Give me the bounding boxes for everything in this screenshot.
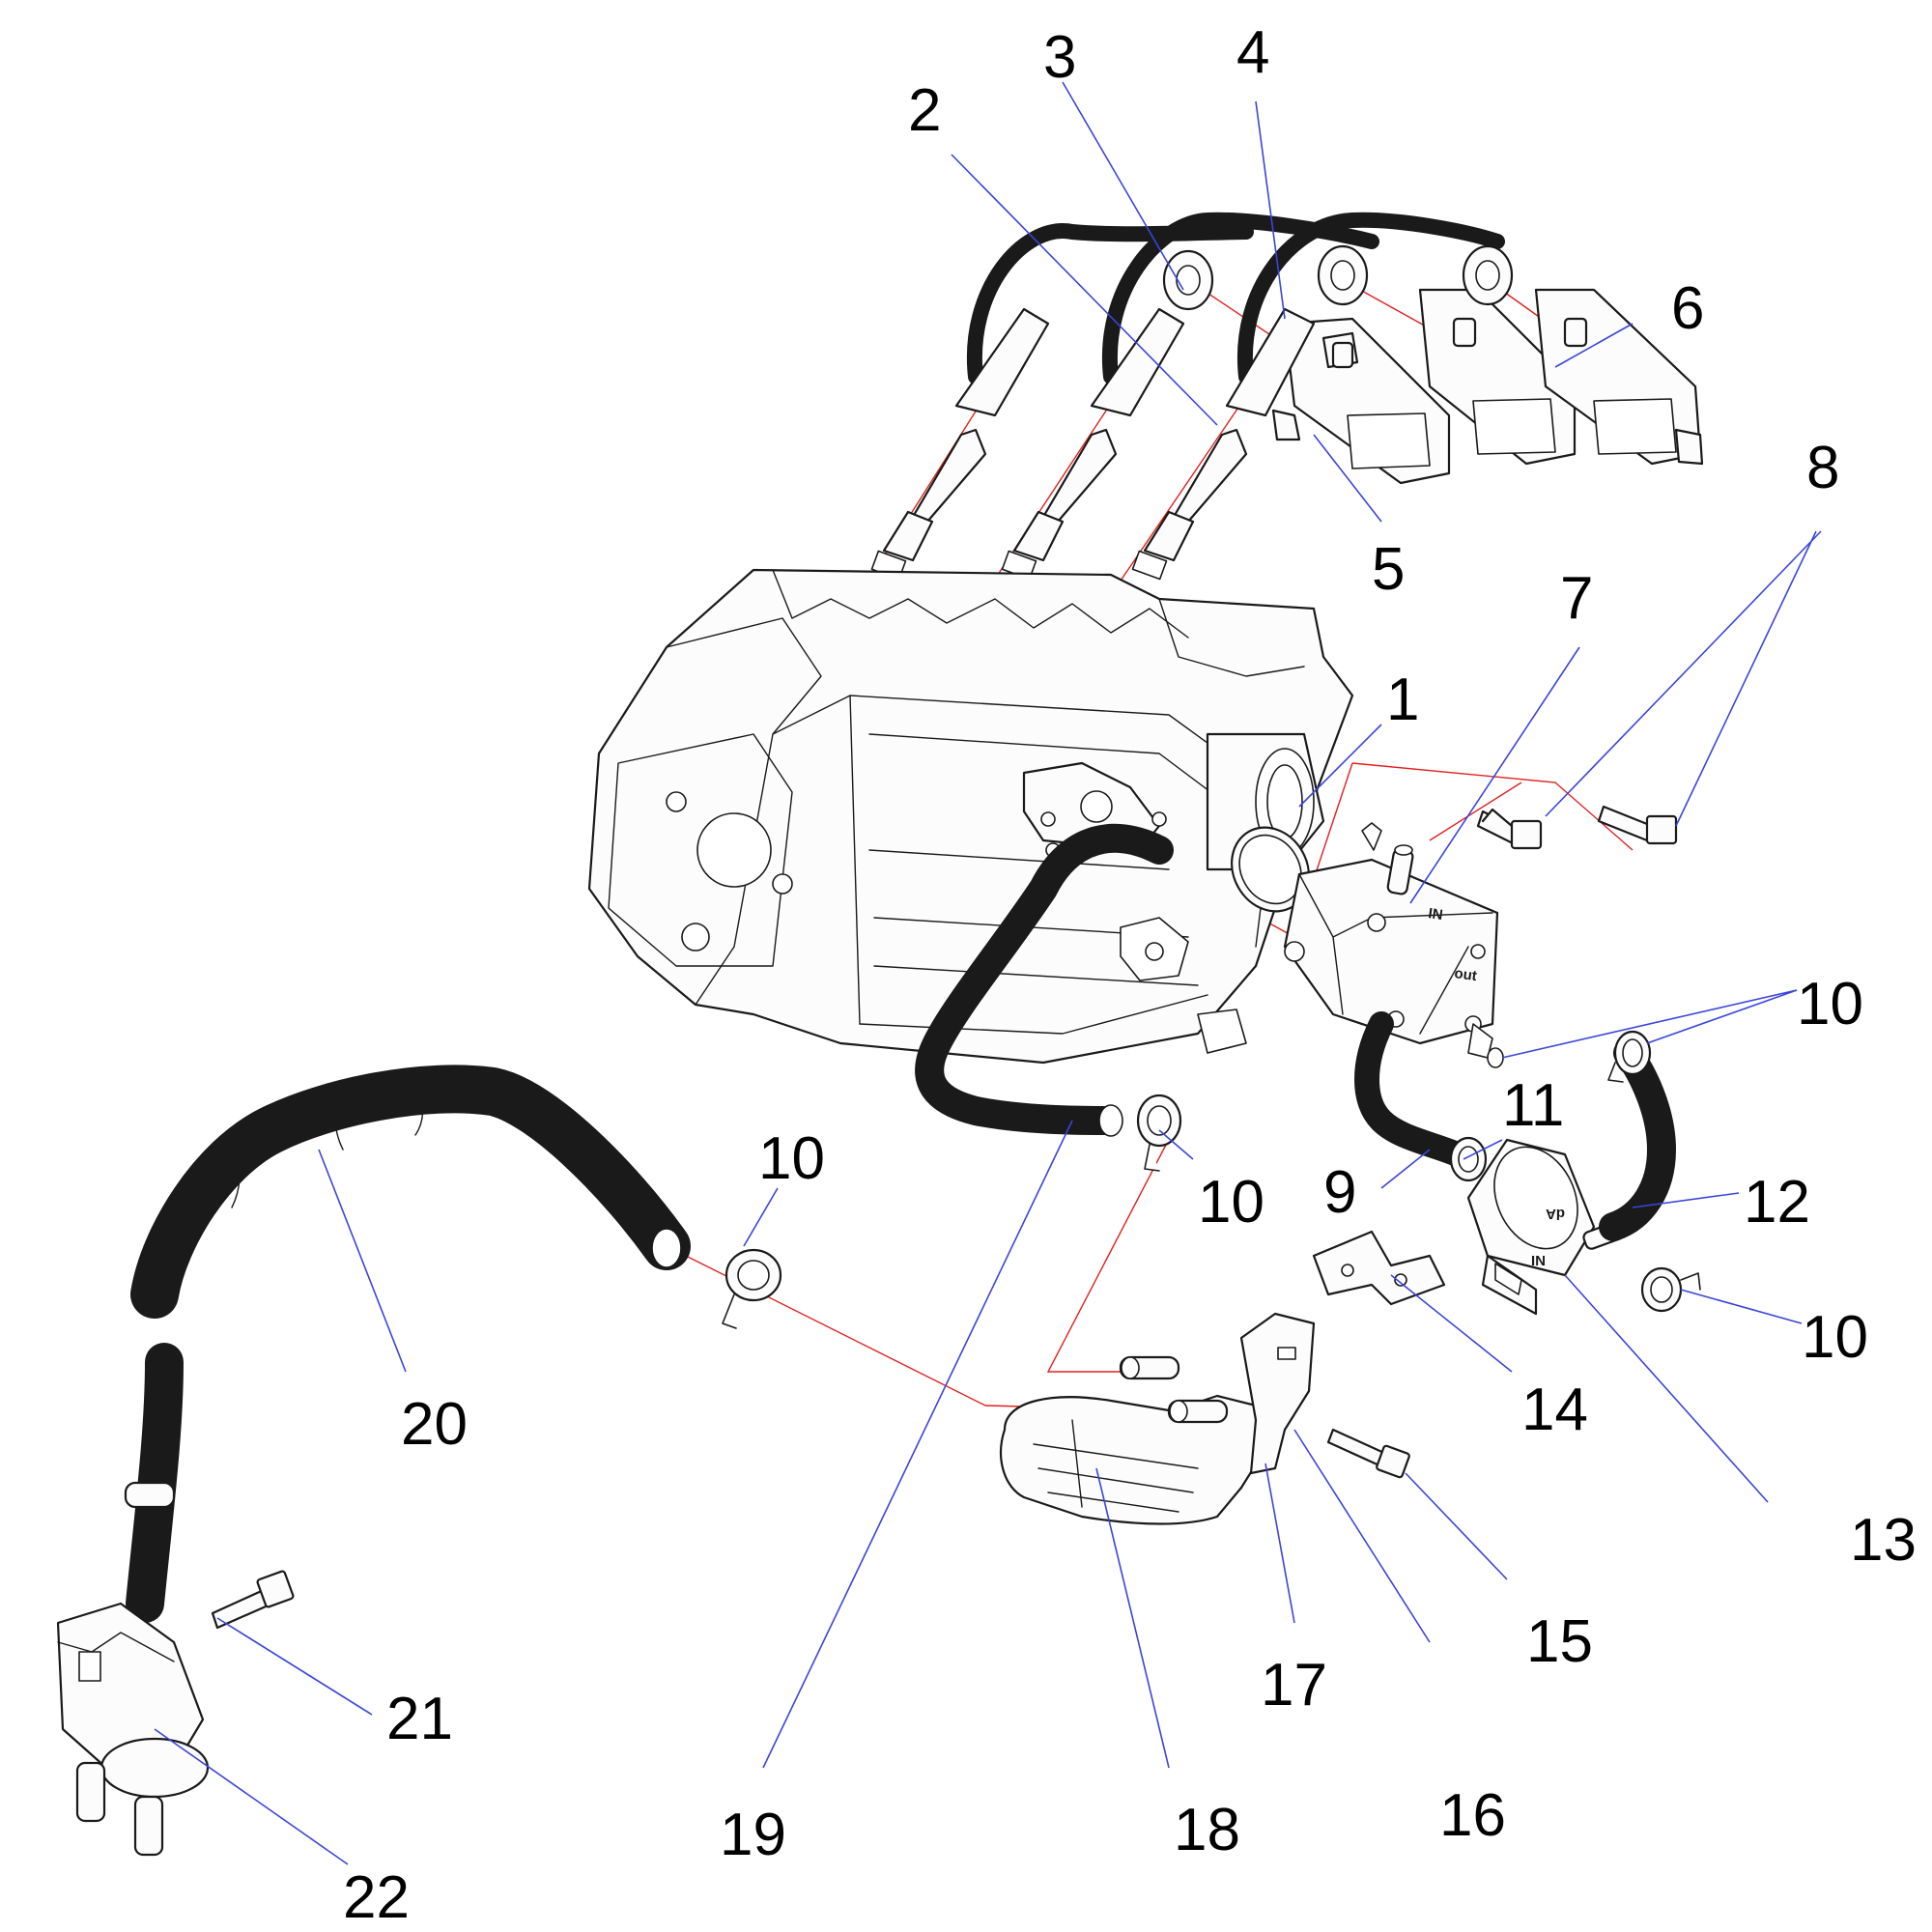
hose-20: [130, 1065, 691, 1319]
fuel-filter: dA NI: [1466, 1138, 1624, 1316]
callout-9: 9: [1323, 1159, 1356, 1226]
callouts: 1 2 3 4 5 6 7 8 9 10 10 10 10 11 12 13 1…: [343, 19, 1917, 1931]
callout-22: 22: [343, 1864, 410, 1931]
clamp-10-lower-right: [1640, 1266, 1701, 1313]
bracket-14: [1312, 1230, 1446, 1306]
spark-plug-3: [1131, 428, 1248, 581]
engine-block: [587, 568, 1354, 1065]
bolts: [1476, 805, 1678, 850]
callout-10-middle: 10: [1198, 1169, 1264, 1236]
clamp-10-middle: [1136, 1094, 1182, 1172]
canister-out-marking: out: [1453, 965, 1477, 984]
callout-3: 3: [1043, 24, 1076, 91]
breather-hose: [915, 823, 1174, 1137]
bolt-15: [1326, 1428, 1410, 1479]
callout-7: 7: [1560, 565, 1593, 632]
callout-16: 16: [1439, 1782, 1506, 1849]
callout-12: 12: [1744, 1169, 1810, 1236]
bolt-8b: [1597, 805, 1678, 845]
bolt-8a: [1476, 808, 1543, 850]
spark-plug-1: [870, 428, 987, 581]
clamp-10-upper-right: [1607, 1030, 1652, 1083]
hose-12: [1599, 1038, 1676, 1241]
clamp-11: [1449, 1136, 1488, 1182]
callout-15: 15: [1526, 1608, 1593, 1675]
callout-10-left: 10: [758, 1125, 825, 1192]
filter-marking-1: dA: [1546, 1206, 1565, 1222]
clamp-10-left: [722, 1248, 782, 1329]
ignition-coil-3: [1534, 288, 1704, 466]
hose-clamps: [722, 1030, 1701, 1329]
ignition-coil-1: [1271, 317, 1451, 485]
spark-plug-2: [1001, 428, 1118, 581]
clamp-10-canister: [1487, 1047, 1504, 1068]
evap-canister: IN out: [1283, 844, 1499, 1059]
callout-8: 8: [1806, 435, 1839, 501]
callout-13: 13: [1850, 1507, 1917, 1574]
fuel-pump-assembly: [1000, 1312, 1316, 1525]
spark-plugs: [870, 428, 1248, 581]
callout-18: 18: [1174, 1797, 1240, 1863]
callout-1: 1: [1386, 667, 1419, 733]
callout-14: 14: [1521, 1377, 1588, 1443]
callout-2: 2: [908, 77, 941, 144]
callout-5: 5: [1372, 536, 1405, 603]
callout-17: 17: [1261, 1652, 1327, 1719]
callout-6: 6: [1671, 275, 1704, 342]
hose-9: [1354, 1011, 1481, 1172]
callout-4: 4: [1236, 19, 1269, 86]
callout-10-lower-right: 10: [1802, 1304, 1868, 1371]
callout-21: 21: [386, 1686, 453, 1752]
callout-19: 19: [720, 1802, 786, 1868]
callout-10-canister: 10: [1797, 971, 1863, 1037]
ignition-coil-2: [1418, 288, 1577, 466]
callout-11: 11: [1502, 1072, 1564, 1139]
canister-in-marking: IN: [1427, 905, 1443, 923]
purge-valve-22: [56, 1343, 210, 1857]
callout-20: 20: [401, 1391, 468, 1458]
ignition-coils: [1271, 288, 1704, 485]
leader-lines: [154, 81, 1822, 1865]
o-ring: [1231, 822, 1382, 913]
bolt-21: [211, 1570, 295, 1630]
filter-marking-2: NI: [1531, 1252, 1546, 1268]
